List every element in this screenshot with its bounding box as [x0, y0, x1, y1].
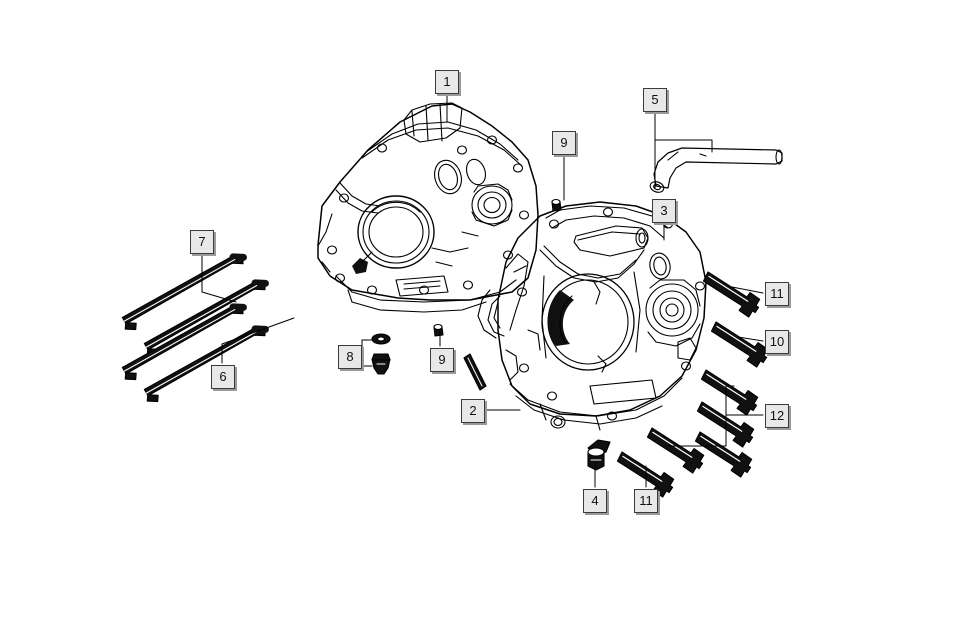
callout-1[interactable]: 1 [435, 70, 459, 94]
callout-3[interactable]: 3 [652, 199, 676, 223]
callout-6[interactable]: 6 [211, 365, 235, 389]
callout-5[interactable]: 5 [643, 88, 667, 112]
callout-11-lower[interactable]: 11 [634, 489, 658, 513]
stud-bolts-group [114, 254, 276, 405]
callout-11-upper[interactable]: 11 [765, 282, 789, 306]
callout-9-upper[interactable]: 9 [552, 131, 576, 155]
breather-tube-drawing [649, 147, 783, 193]
leader-lines [201, 93, 764, 488]
crankcase-left-half-drawing [317, 102, 539, 313]
callout-7[interactable]: 7 [190, 230, 214, 254]
callout-12[interactable]: 12 [765, 404, 789, 428]
drain-bolt-washer-drawing [371, 333, 391, 375]
callout-10[interactable]: 10 [765, 330, 789, 354]
callout-4[interactable]: 4 [583, 489, 607, 513]
oil-jet-nozzle-drawing [587, 439, 611, 471]
bolts-group [610, 270, 773, 500]
crankcase-right-half-drawing [477, 201, 707, 431]
callout-8[interactable]: 8 [338, 345, 362, 369]
callout-9-left[interactable]: 9 [430, 348, 454, 372]
callout-2[interactable]: 2 [461, 399, 485, 423]
dowel-pins-group [433, 198, 562, 391]
